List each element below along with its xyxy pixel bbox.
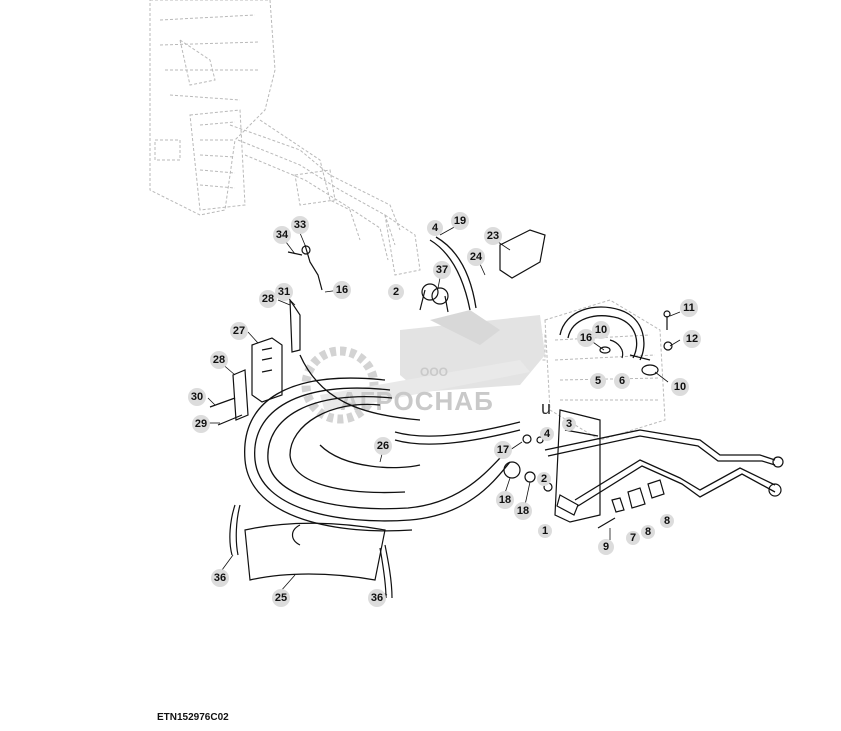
callout-3: 3: [562, 417, 576, 431]
callout-12: 12: [683, 330, 701, 348]
callout-8b: 8: [641, 525, 655, 539]
callout-6: 6: [614, 373, 630, 389]
svg-text:18: 18: [517, 505, 529, 517]
svg-text:1: 1: [542, 525, 548, 537]
svg-text:37: 37: [436, 264, 448, 276]
callout-37: 37: [433, 261, 451, 279]
svg-text:11: 11: [683, 302, 695, 314]
svg-text:8: 8: [664, 515, 670, 527]
callout-group: 33 34 4 19 23 24 37 16 2 28 31 27 11 10 …: [188, 212, 701, 607]
callout-11: 11: [680, 299, 698, 317]
callout-4b: 4: [540, 427, 554, 441]
callout-18b: 18: [514, 502, 532, 520]
callout-9: 9: [598, 539, 614, 555]
svg-text:4: 4: [544, 428, 551, 440]
ghost-tractor-body: [149, 0, 421, 276]
svg-text:23: 23: [487, 230, 499, 242]
svg-text:2: 2: [393, 286, 399, 298]
callout-2: 2: [388, 284, 404, 300]
callout-29: 29: [192, 415, 210, 433]
callout-18: 18: [496, 491, 514, 509]
svg-text:28: 28: [213, 354, 225, 366]
svg-text:27: 27: [233, 325, 245, 337]
watermark-logo: ООО АГРОСНАБ u: [301, 310, 551, 424]
svg-text:16: 16: [336, 284, 348, 296]
svg-text:17: 17: [497, 444, 509, 456]
callout-27: 27: [230, 322, 248, 340]
svg-text:4: 4: [432, 222, 439, 234]
svg-text:36: 36: [214, 572, 226, 584]
svg-text:26: 26: [377, 440, 389, 452]
callout-30: 30: [188, 388, 206, 406]
svg-text:10: 10: [595, 324, 607, 336]
callout-4: 4: [427, 220, 443, 236]
callout-16b: 16: [577, 329, 595, 347]
svg-text:19: 19: [454, 215, 466, 227]
callout-10: 10: [592, 321, 610, 339]
callout-28b: 28: [210, 351, 228, 369]
svg-text:33: 33: [294, 219, 306, 231]
svg-text:8: 8: [645, 526, 651, 538]
svg-text:2: 2: [541, 473, 547, 485]
callout-34: 34: [273, 226, 291, 244]
svg-text:5: 5: [595, 375, 601, 387]
svg-text:25: 25: [275, 592, 287, 604]
svg-text:29: 29: [195, 418, 207, 430]
ghost-frame: [519, 299, 666, 441]
svg-text:12: 12: [686, 333, 698, 345]
callout-2b: 2: [537, 472, 551, 486]
svg-text:9: 9: [603, 541, 609, 553]
svg-text:10: 10: [674, 381, 686, 393]
callout-5: 5: [590, 373, 606, 389]
svg-text:3: 3: [566, 418, 572, 430]
svg-text:36: 36: [371, 592, 383, 604]
callout-31: 31: [275, 283, 293, 301]
svg-text:31: 31: [278, 286, 290, 298]
svg-text:28: 28: [262, 293, 274, 305]
svg-text:18: 18: [499, 494, 511, 506]
svg-text:6: 6: [619, 375, 625, 387]
callout-23: 23: [484, 227, 502, 245]
callout-7: 7: [626, 531, 640, 545]
callout-16: 16: [333, 281, 351, 299]
callout-19: 19: [451, 212, 469, 230]
watermark-suffix: u: [541, 398, 551, 418]
parts-lines: [209, 229, 784, 599]
svg-text:34: 34: [276, 229, 289, 241]
svg-text:7: 7: [630, 532, 636, 544]
svg-text:16: 16: [580, 332, 592, 344]
callout-1: 1: [538, 524, 552, 538]
svg-text:30: 30: [191, 391, 203, 403]
callout-10b: 10: [671, 378, 689, 396]
callout-28: 28: [259, 290, 277, 308]
callout-24: 24: [467, 248, 485, 266]
svg-text:24: 24: [470, 251, 483, 263]
callout-25: 25: [272, 589, 290, 607]
callout-36b: 36: [368, 589, 386, 607]
callout-17: 17: [494, 441, 512, 459]
figure-id: ETN152976C02: [157, 712, 229, 723]
callout-8: 8: [660, 514, 674, 528]
watermark-small-text: ООО: [420, 365, 448, 379]
watermark-company-name: АГРОСНАБ: [340, 386, 494, 416]
callout-26: 26: [374, 437, 392, 455]
callout-36: 36: [211, 569, 229, 587]
callout-33: 33: [291, 216, 309, 234]
